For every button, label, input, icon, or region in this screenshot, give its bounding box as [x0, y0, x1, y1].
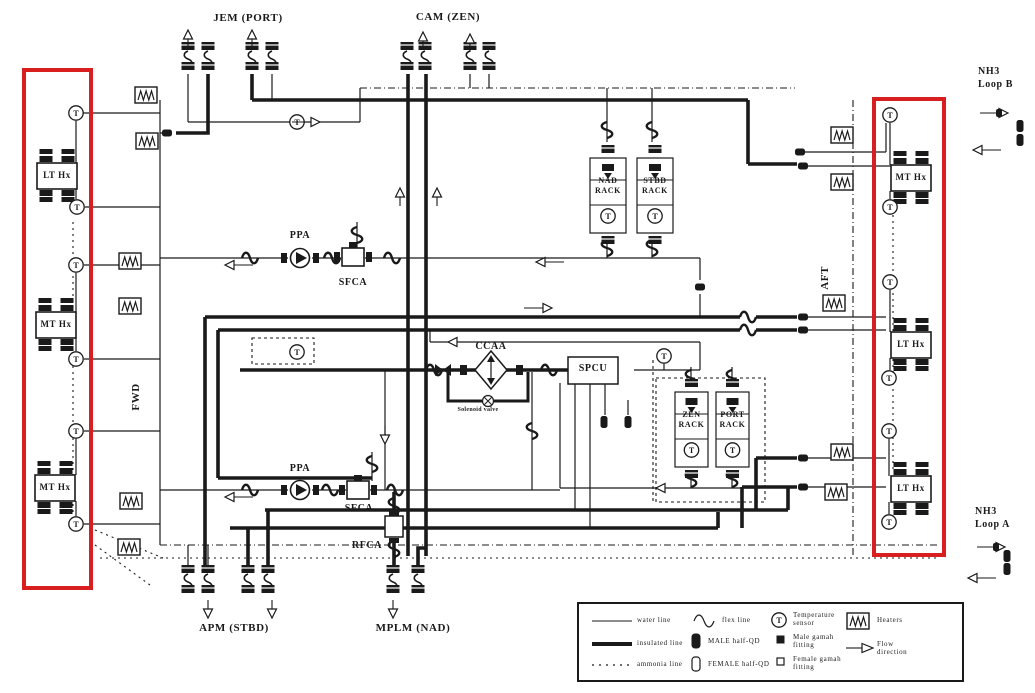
label-fwd: FWD [130, 383, 143, 411]
svg-text:T: T [886, 374, 892, 383]
label-sfca-2: SFCA [344, 503, 374, 514]
svg-text:T: T [887, 278, 893, 287]
svg-text:T: T [73, 261, 79, 270]
label-mplm-nad: MPLM (NAD) [375, 622, 451, 634]
male-half-qd-icon [162, 120, 1024, 575]
label-rack-nad: NAD RACK [595, 176, 621, 195]
legend-flex-line-symbol [693, 614, 715, 628]
legend-label-male-gamah: Male gamah fitting [793, 633, 834, 650]
label-hx-left-1: LT Hx [43, 170, 71, 180]
legend-label-female-gamah: Female gamah fitting [793, 655, 842, 672]
svg-text:T: T [605, 212, 611, 221]
label-jem-port: JEM (PORT) [213, 12, 283, 24]
svg-text:T: T [887, 111, 893, 120]
label-nh3-loop-b: NH3 Loop B [978, 66, 1014, 90]
legend-box [577, 602, 964, 682]
qd-pair-icon [181, 42, 496, 593]
label-ccaa: CCAA [475, 341, 507, 352]
svg-text:T: T [886, 518, 892, 527]
label-apm-stbd: APM (STBD) [199, 622, 269, 634]
svg-text:T: T [74, 203, 80, 212]
label-sfca-1: SFCA [338, 277, 368, 288]
label-rfca: RFCA [351, 540, 383, 551]
legend-label-temp-sensor: Temperature sensor [793, 611, 835, 628]
legend-label-heaters: Heaters [877, 616, 903, 624]
label-rack-zen: ZEN RACK [678, 410, 705, 429]
legend-label-flow-dir: Flow direction [877, 640, 908, 657]
svg-text:T: T [730, 446, 736, 455]
label-ppa-2: PPA [289, 463, 311, 474]
label-cam-zen: CAM (ZEN) [415, 11, 481, 23]
svg-text:T: T [73, 520, 79, 529]
solenoid-valve-icon [481, 394, 495, 408]
rfca-icon [384, 511, 404, 543]
legend-flow-arrow-symbol [846, 642, 875, 654]
legend-label-male-qd: MALE half-QD [708, 637, 761, 645]
label-spcu: SPCU [578, 363, 608, 374]
legend-label-water-line: water line [637, 616, 671, 624]
label-valve-note: Solenoid valve [457, 407, 499, 413]
label-hx-right-2: LT Hx [897, 339, 925, 349]
highlight-box-left [22, 68, 93, 590]
label-aft: AFT [819, 265, 832, 290]
label-nh3-loop-a: NH3 Loop A [975, 506, 1011, 530]
label-rack-stbd: STBD RACK [642, 176, 668, 195]
label-hx-right-1: MT Hx [895, 172, 927, 182]
legend-label-insulated: insulated line [637, 639, 683, 647]
heat-exchanger-icon [34, 149, 932, 515]
legend-label-ammonia: ammonia line [637, 660, 683, 668]
svg-text:T: T [652, 212, 658, 221]
ccaa-icon [435, 349, 523, 391]
svg-text:T: T [294, 348, 300, 357]
label-hx-left-3: MT Hx [39, 482, 71, 492]
svg-text:T: T [661, 352, 667, 361]
label-hx-right-3: LT Hx [897, 483, 925, 493]
legend-female-half-qd-symbol [691, 656, 701, 672]
svg-text:T: T [73, 355, 79, 364]
svg-text:T: T [886, 427, 892, 436]
water-lines [75, 74, 895, 569]
label-ppa-1: PPA [289, 230, 311, 241]
temperature-sensor-icon: T T T T T T T T T T T T T T T T [68, 105, 898, 628]
legend-label-female-qd: FEMALE half-QD [708, 660, 770, 668]
heater-icon [117, 86, 870, 630]
legend-label-flex-line: flex line [722, 616, 751, 624]
legend-male-half-qd-symbol [691, 633, 701, 649]
legend-male-gamah-symbol [776, 635, 785, 644]
highlight-box-right [872, 97, 946, 557]
svg-text:T: T [887, 203, 893, 212]
flex-line-icon [240, 120, 758, 559]
legend-female-gamah-symbol [776, 657, 785, 666]
pump-icon [281, 247, 319, 501]
label-hx-left-2: MT Hx [40, 319, 72, 329]
spcu-box [567, 356, 619, 385]
svg-text:T: T [73, 427, 79, 436]
sfca-valve-icon [334, 242, 377, 500]
label-rack-port: PORT RACK [719, 410, 746, 429]
flow-arrow-icon [182, 28, 1010, 620]
insulated-lines [176, 74, 797, 569]
svg-text:T: T [689, 446, 695, 455]
svg-text:T: T [776, 616, 782, 625]
rack-icon: T T T T [589, 145, 750, 478]
svg-text:T: T [73, 109, 79, 118]
